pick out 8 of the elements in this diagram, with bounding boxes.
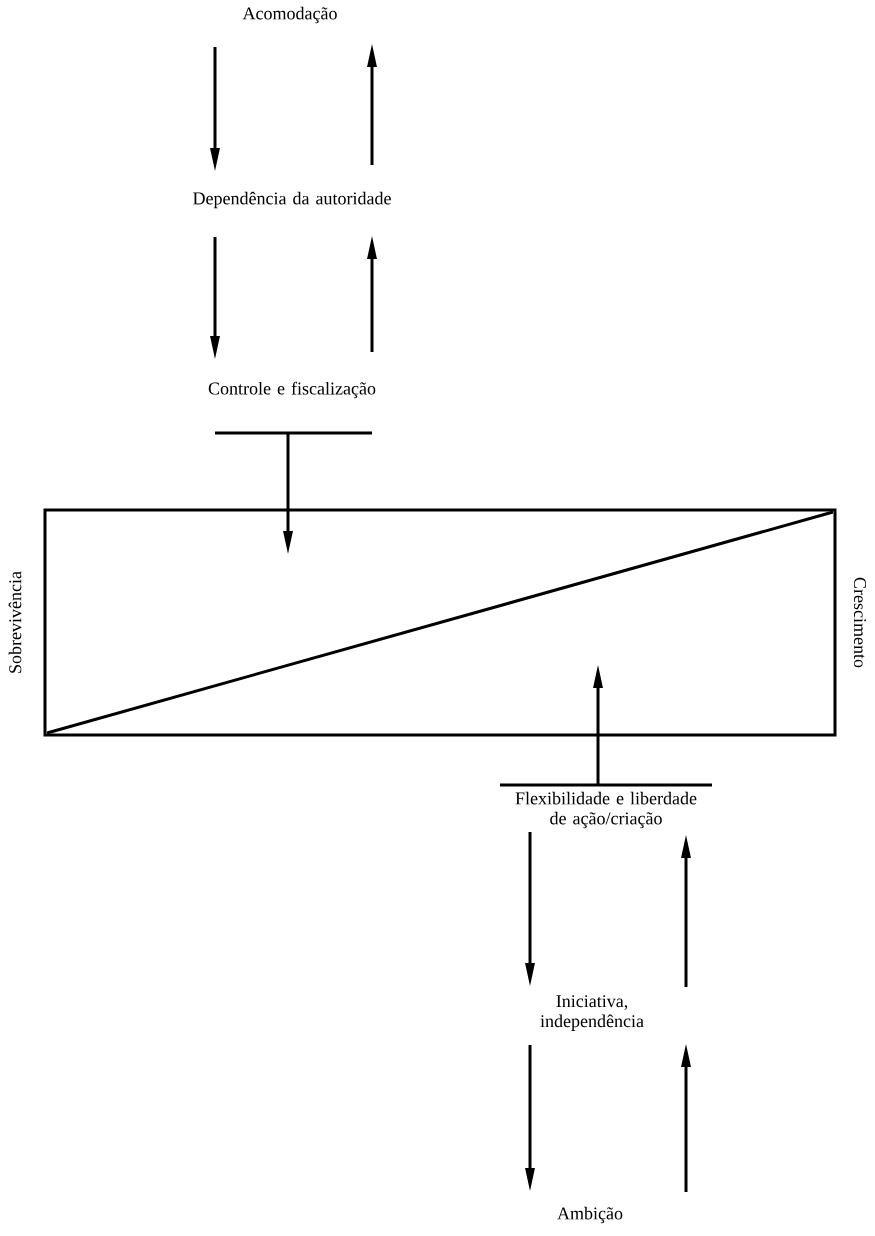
label-text: Flexibilidade e liberdade de ação/criação [515,791,697,829]
side-label: Sobrevivência [8,571,22,673]
label-text: Ambição [557,1206,623,1224]
side-label: Crescimento [853,577,867,668]
label-text: Dependência da autoridade [193,191,391,209]
label-text: Iniciativa, independência [540,995,644,1031]
label-text: Acomodação [242,6,337,24]
label-text: Controle e fiscalização [208,381,376,399]
